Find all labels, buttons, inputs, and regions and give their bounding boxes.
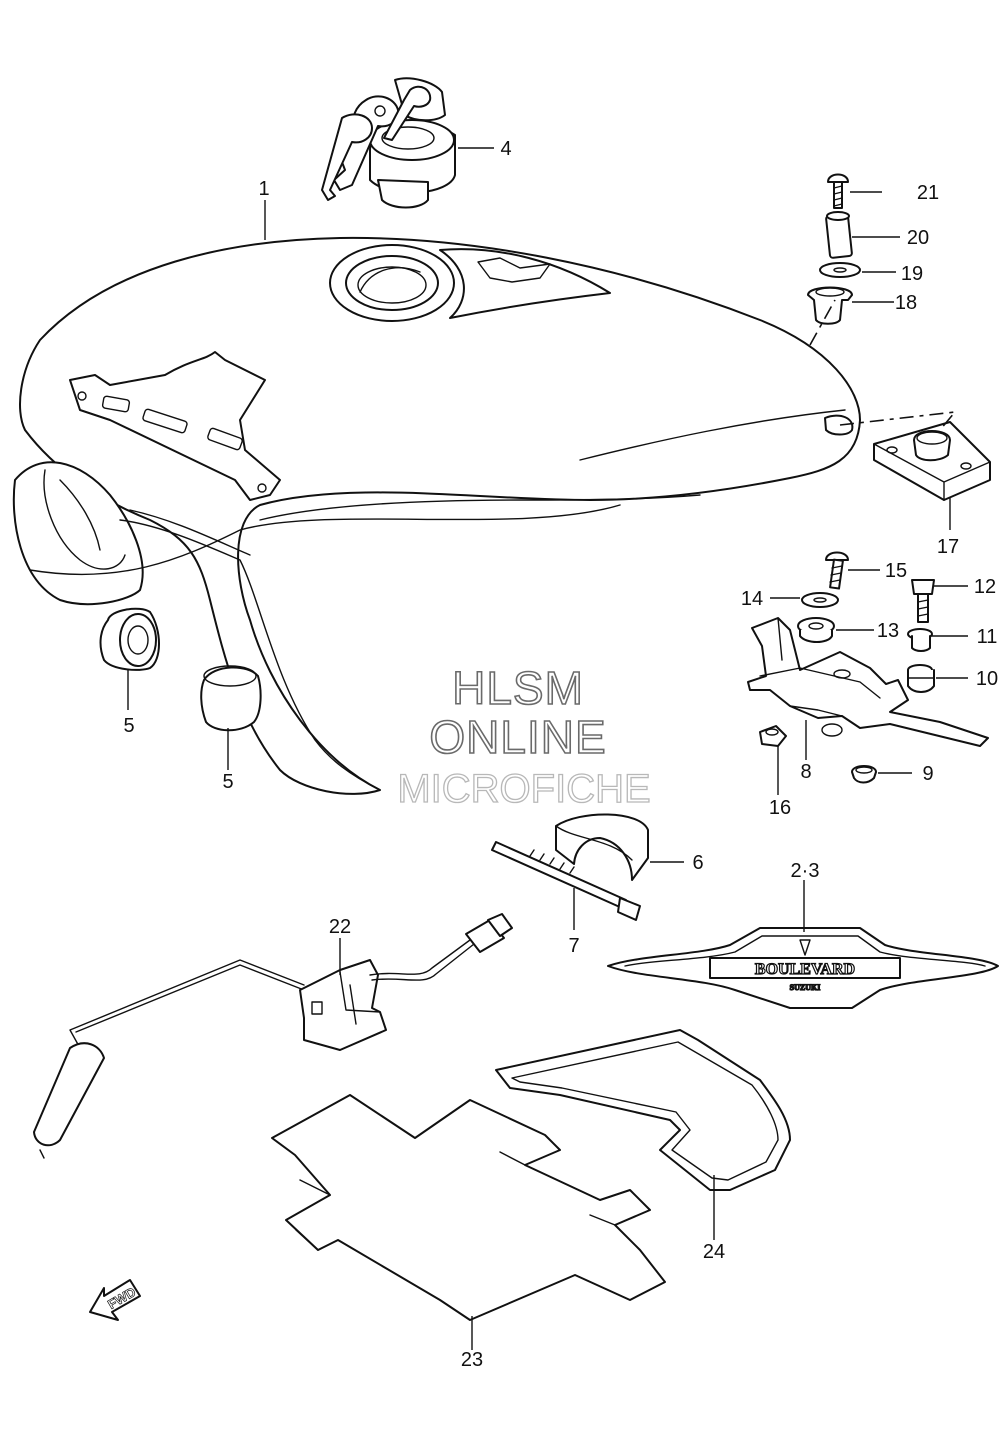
callout-10: 10	[976, 668, 998, 690]
callout-22: 22	[329, 916, 351, 938]
callout-12: 12	[974, 576, 996, 598]
collar-20[interactable]	[825, 211, 853, 259]
cable-tie-7[interactable]	[491, 841, 641, 921]
callout-5b: 5	[222, 771, 233, 793]
fuel-cap[interactable]	[321, 77, 456, 209]
emblem-brand-text: BOULEVARD	[755, 961, 855, 978]
callout-14: 14	[741, 588, 763, 610]
collar-11[interactable]	[907, 628, 933, 652]
bolt-9[interactable]	[851, 765, 877, 784]
screw-15[interactable]	[825, 551, 849, 590]
emblem-maker-text: SUZUKI	[790, 983, 821, 992]
callout-5a: 5	[123, 715, 134, 737]
bolt-12[interactable]	[911, 579, 935, 623]
callout-17: 17	[937, 536, 959, 558]
grommet-13[interactable]	[797, 617, 835, 643]
callout-23: 23	[461, 1349, 483, 1371]
callout-20: 20	[907, 227, 929, 249]
emblem-boulevard[interactable]: BOULEVARD SUZUKI	[607, 927, 999, 1009]
callout-13: 13	[877, 620, 899, 642]
bracket-8[interactable]	[747, 617, 989, 747]
callout-19: 19	[901, 263, 923, 285]
callout-2-3: 2·3	[791, 860, 820, 882]
heat-shield-23[interactable]	[271, 1094, 666, 1321]
watermark-line1: HLSM	[452, 662, 584, 714]
callout-11: 11	[977, 626, 998, 648]
nut-16[interactable]	[759, 725, 787, 747]
cushion-6[interactable]	[555, 813, 649, 881]
callout-15: 15	[885, 560, 907, 582]
watermark-line3: MICROFICHE	[397, 767, 650, 811]
leader-lines	[127, 147, 968, 1350]
cap-5a[interactable]	[99, 607, 160, 671]
watermark-line2: ONLINE	[429, 711, 606, 763]
watermark: HLSM ONLINE MICROFICHE	[397, 661, 652, 811]
screw-21[interactable]	[827, 173, 849, 209]
rubber-mount-17[interactable]	[873, 421, 991, 501]
callout-18: 18	[895, 292, 917, 314]
damper-18[interactable]	[807, 286, 853, 325]
callout-9: 9	[922, 763, 933, 785]
fuel-level-sender-22[interactable]	[33, 913, 513, 1159]
grommet-10[interactable]	[907, 664, 935, 693]
callout-4: 4	[500, 138, 511, 160]
callout-16: 16	[769, 797, 791, 819]
washer-14[interactable]	[801, 592, 839, 608]
seal-24[interactable]	[495, 1029, 791, 1191]
washer-19[interactable]	[819, 262, 861, 278]
fuel-tank[interactable]	[12, 236, 861, 795]
fwd-arrow: FWD	[89, 1279, 141, 1321]
callout-7: 7	[568, 935, 579, 957]
callout-labels: 1 4 21 20 19 18 17 15 12 14 13 11 10 5 5…	[123, 138, 998, 1371]
callout-21: 21	[917, 182, 939, 204]
cap-5b[interactable]	[200, 665, 262, 732]
callout-6: 6	[692, 852, 703, 874]
callout-24: 24	[703, 1241, 725, 1263]
callout-1: 1	[258, 178, 269, 200]
callout-8: 8	[800, 761, 811, 783]
